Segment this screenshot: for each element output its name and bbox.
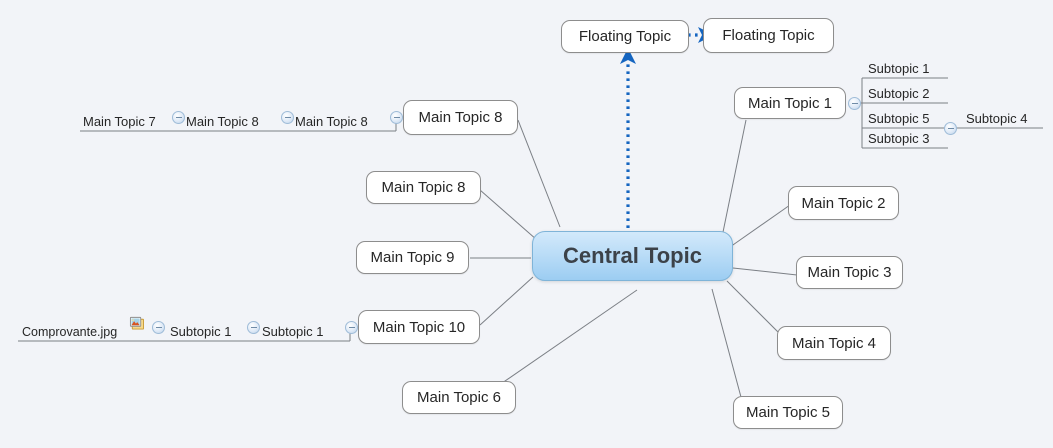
subtopic-4-of-subtopic-5[interactable]: Subtopic 4 [966,111,1028,126]
attachment-label-comprovante[interactable]: Comprovante.jpg [22,324,118,339]
image-attachment-icon [129,316,144,330]
subtopic-3-of-topic-1[interactable]: Subtopic 3 [868,131,930,146]
main-topic-8-mid[interactable]: Main Topic 8 [366,171,481,204]
subtopic-2-of-topic-1[interactable]: Subtopic 2 [868,86,930,101]
floating-topic-2[interactable]: Floating Topic [703,18,834,53]
main-topic-10-chain-2[interactable]: Subtopic 1 [170,324,232,339]
collapse-toggle-icon-subtopic-5[interactable] [944,122,957,135]
main-topic-2[interactable]: Main Topic 2 [788,186,899,220]
main-topic-9[interactable]: Main Topic 9 [356,241,469,274]
collapse-toggle-icon-topic-8-chain-2[interactable] [172,111,185,124]
main-topic-6[interactable]: Main Topic 6 [402,381,516,414]
main-topic-8-chain-2[interactable]: Main Topic 8 [186,114,259,129]
main-topic-10-chain-1[interactable]: Subtopic 1 [262,324,324,339]
collapse-toggle-icon-topic-10-chain-2[interactable] [152,321,165,334]
main-topic-5[interactable]: Main Topic 5 [733,396,843,429]
main-topic-4[interactable]: Main Topic 4 [777,326,891,360]
collapse-toggle-icon-topic-10-chain-1[interactable] [247,321,260,334]
collapse-toggle-icon-topic-10[interactable] [345,321,358,334]
collapse-toggle-icon-topic-8-chain-1[interactable] [281,111,294,124]
main-topic-3[interactable]: Main Topic 3 [796,256,903,289]
collapse-toggle-icon-topic-1[interactable] [848,97,861,110]
collapse-toggle-icon-topic-8[interactable] [390,111,403,124]
central-topic[interactable]: Central Topic [532,231,733,281]
main-topic-1[interactable]: Main Topic 1 [734,87,846,119]
floating-topic-1[interactable]: Floating Topic [561,20,689,53]
main-topic-10[interactable]: Main Topic 10 [358,310,480,344]
main-topic-7-chain-3[interactable]: Main Topic 7 [83,114,156,129]
main-topic-8-top[interactable]: Main Topic 8 [403,100,518,135]
subtopic-5-of-topic-1[interactable]: Subtopic 5 [868,111,930,126]
subtopic-1-of-topic-1[interactable]: Subtopic 1 [868,61,930,76]
main-topic-8-chain-1[interactable]: Main Topic 8 [295,114,368,129]
